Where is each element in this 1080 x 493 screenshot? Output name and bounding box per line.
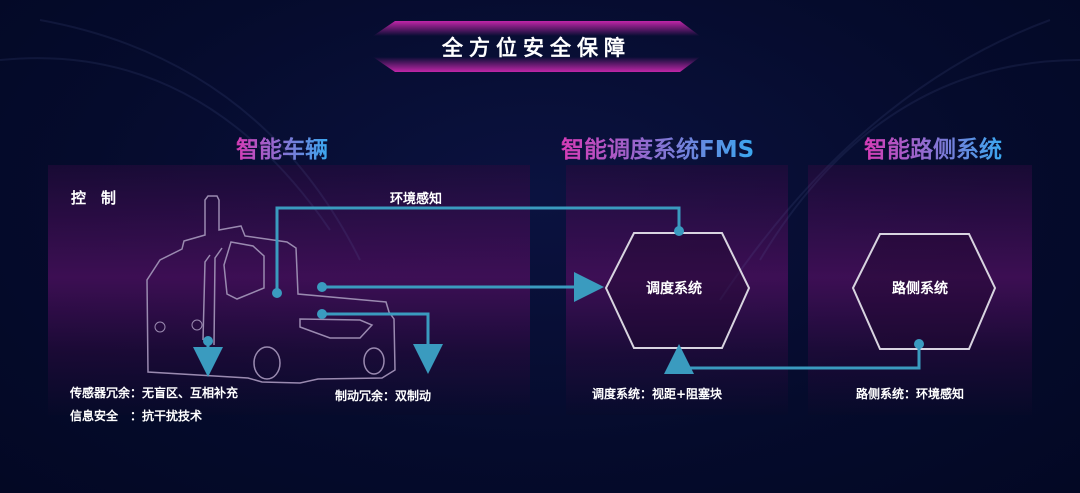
vehicle-heading: 智能车辆: [236, 130, 328, 164]
fms-note: 调度系统：视距+阻塞块: [592, 387, 723, 401]
truck-light-icon: [154, 321, 166, 333]
roadside-heading: 智能路侧系统: [864, 130, 1002, 164]
fms-hexagon[interactable]: [604, 232, 751, 349]
fms-heading: 智能调度系统FMS: [561, 130, 754, 164]
page-title: 全方位安全保障: [442, 36, 631, 60]
roadside-node-label[interactable]: 路侧系统: [892, 281, 948, 297]
fms-node-label[interactable]: 调度系统: [646, 281, 702, 297]
perception-label: 环境感知: [390, 192, 443, 207]
title-banner: [373, 21, 700, 72]
roadside-to-fms-arrow: [664, 344, 921, 374]
brake-note: 制动冗余：双制动: [335, 389, 432, 403]
security-note: 信息安全 ：抗干扰技术: [70, 409, 203, 423]
brake-arrow: [322, 312, 443, 374]
control-label: 控 制: [71, 189, 117, 207]
truck-light-icon: [191, 319, 203, 331]
connector-dots: [203, 226, 924, 349]
truck-wheel-icon: [363, 347, 385, 375]
light-streaks: [0, 19, 1080, 301]
truck-wheel-icon: [253, 346, 281, 380]
roadside-note: 路侧系统：环境感知: [856, 387, 965, 401]
truck-outline: [146, 195, 396, 384]
roadside-hexagon[interactable]: [851, 233, 997, 350]
sensor-note: 传感器冗余：无盲区、互相补充: [70, 386, 239, 400]
connectors: [193, 206, 921, 377]
perception-connector: [275, 206, 681, 293]
